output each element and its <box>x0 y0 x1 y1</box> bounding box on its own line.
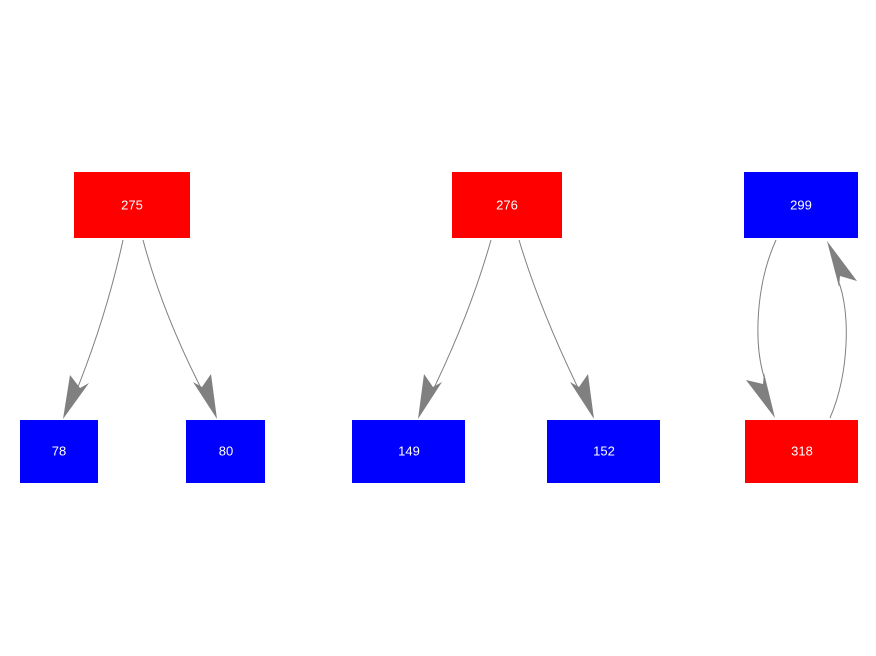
edge-layer <box>63 239 857 419</box>
node-80[interactable]: 80 <box>186 420 265 483</box>
node-318-rect[interactable] <box>745 420 858 483</box>
node-78[interactable]: 78 <box>20 420 98 483</box>
node-80-rect[interactable] <box>186 420 265 483</box>
node-275-rect[interactable] <box>74 172 190 238</box>
node-layer: 275 78 80 276 149 152 299 <box>20 172 858 483</box>
edge-318-299-line <box>829 279 847 419</box>
edge-275-80[interactable] <box>142 239 217 419</box>
node-318[interactable]: 318 <box>745 420 858 483</box>
node-149[interactable]: 149 <box>352 420 465 483</box>
edge-299-318[interactable] <box>746 239 777 418</box>
node-152[interactable]: 152 <box>547 420 660 483</box>
node-276[interactable]: 276 <box>452 172 562 238</box>
node-78-rect[interactable] <box>20 420 98 483</box>
node-152-rect[interactable] <box>547 420 660 483</box>
node-299-rect[interactable] <box>744 172 858 238</box>
edge-318-299-arrowhead <box>827 241 857 287</box>
edge-276-149-arrowhead <box>418 374 442 419</box>
node-276-rect[interactable] <box>452 172 562 238</box>
edge-276-152[interactable] <box>518 239 594 419</box>
edge-299-318-arrowhead <box>746 373 775 418</box>
node-149-rect[interactable] <box>352 420 465 483</box>
edge-275-80-arrowhead <box>193 374 217 419</box>
edge-276-149[interactable] <box>418 239 492 419</box>
edge-276-149-line <box>431 239 492 393</box>
edge-275-80-line <box>142 239 204 393</box>
edge-299-318-line <box>757 239 777 381</box>
edge-318-299[interactable] <box>827 241 857 419</box>
edge-275-78-arrowhead <box>63 375 89 419</box>
edge-275-78[interactable] <box>63 239 124 419</box>
node-299[interactable]: 299 <box>744 172 858 238</box>
node-275[interactable]: 275 <box>74 172 190 238</box>
edge-276-152-arrowhead <box>570 374 594 419</box>
edge-275-78-line <box>75 239 124 393</box>
edge-276-152-line <box>518 239 581 393</box>
